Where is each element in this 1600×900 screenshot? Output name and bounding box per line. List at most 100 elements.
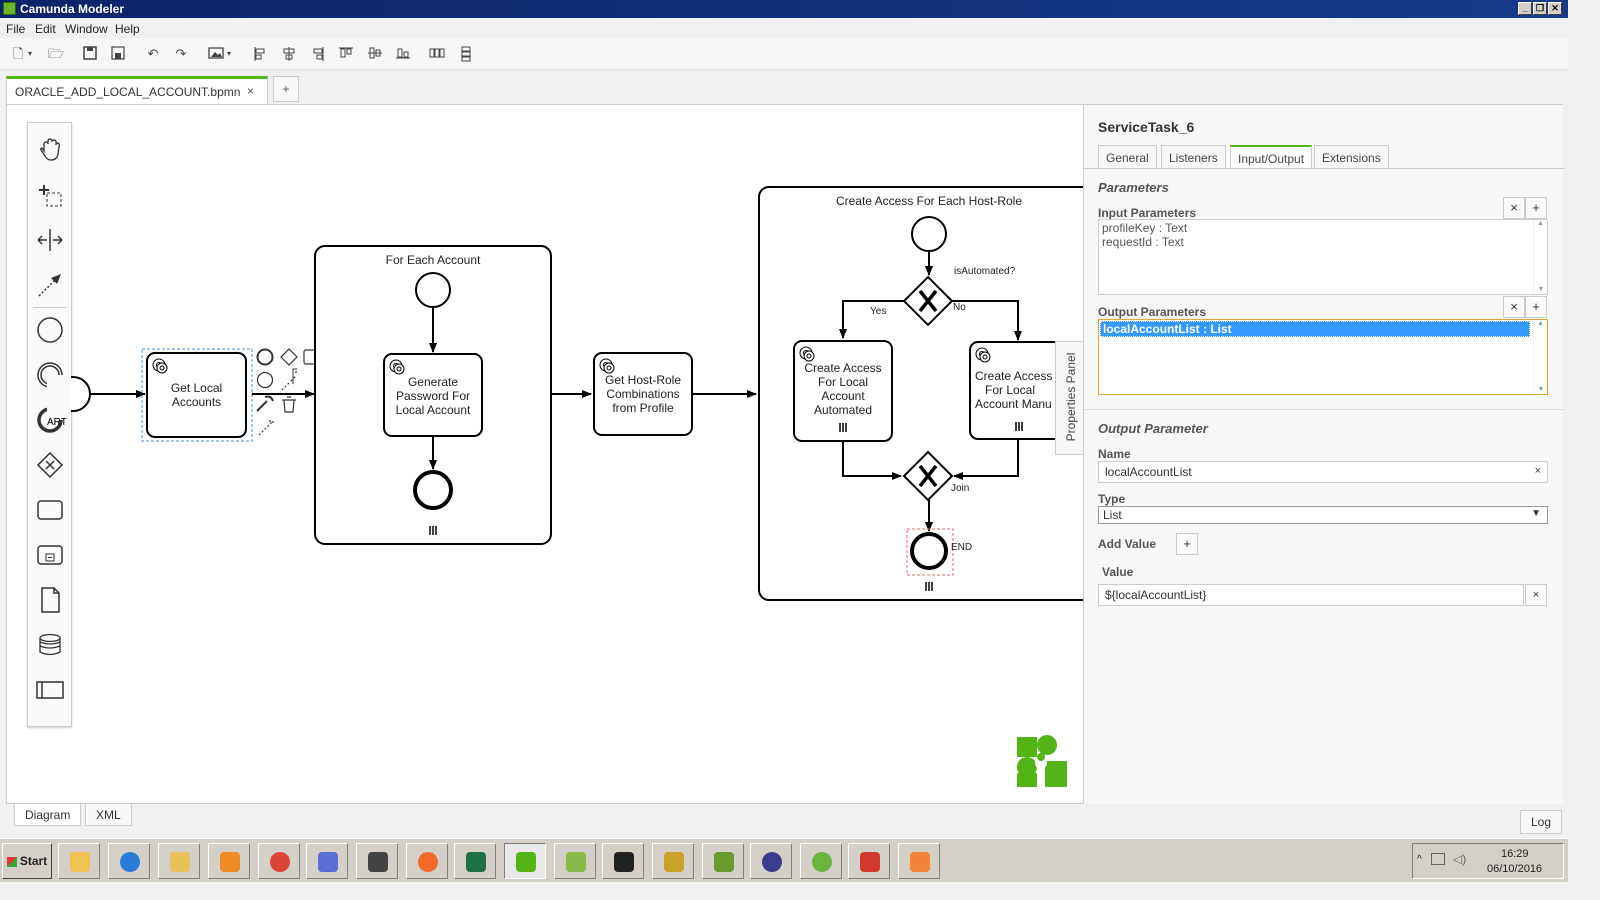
clear-name-icon[interactable]: × xyxy=(1534,465,1541,477)
space-tool-icon[interactable] xyxy=(35,225,65,255)
task-tool-icon[interactable] xyxy=(35,495,65,525)
redo-icon[interactable]: ↷ xyxy=(175,46,187,61)
type-select[interactable]: List ▼ xyxy=(1098,506,1548,524)
clock-date[interactable]: 06/10/2016 xyxy=(1487,863,1543,875)
spring-taskbar-icon[interactable] xyxy=(800,843,842,879)
ie-taskbar-icon[interactable] xyxy=(108,843,150,879)
pool-tool-icon[interactable] xyxy=(35,675,65,705)
output-parameters-label: Output Parameters xyxy=(1098,305,1207,319)
save-as-icon[interactable] xyxy=(110,46,126,62)
outlook-taskbar-icon[interactable] xyxy=(58,843,100,879)
tab-xml[interactable]: XML xyxy=(85,804,132,826)
parameters-title: Parameters xyxy=(1098,180,1169,195)
terminal-taskbar-icon[interactable] xyxy=(602,843,644,879)
camunda-taskbar-icon[interactable] xyxy=(504,843,546,879)
restore-button[interactable]: ❐ xyxy=(1533,2,1547,15)
p4-taskbar-icon[interactable] xyxy=(652,843,694,879)
excel-taskbar-icon[interactable] xyxy=(454,843,496,879)
remove-output-button[interactable]: × xyxy=(1503,296,1525,318)
value-input[interactable]: ${localAccountList} xyxy=(1098,584,1524,606)
list-item[interactable]: requestId : Text xyxy=(1102,235,1184,249)
explorer-taskbar-icon[interactable] xyxy=(158,843,200,879)
start-button[interactable]: Start xyxy=(2,843,52,879)
media-player-taskbar-icon[interactable] xyxy=(208,843,250,879)
value-label: Value xyxy=(1102,565,1134,579)
eclipse-taskbar-icon[interactable] xyxy=(750,843,792,879)
distribute-horizontal-icon[interactable] xyxy=(429,46,445,62)
jmeter-taskbar-icon[interactable] xyxy=(848,843,890,879)
tab-diagram[interactable]: Diagram xyxy=(14,804,82,826)
vpn-taskbar-icon[interactable] xyxy=(356,843,398,879)
remove-value-button[interactable]: × xyxy=(1525,584,1547,606)
intermediate-event-tool-icon[interactable] xyxy=(35,360,65,390)
window-title: Camunda Modeler xyxy=(20,2,125,16)
list-item[interactable]: profileKey : Text xyxy=(1102,221,1188,235)
add-input-button[interactable]: + xyxy=(1525,197,1547,219)
file-tab[interactable]: ORACLE_ADD_LOCAL_ACCOUNT.bpmn × xyxy=(6,76,268,104)
close-tab-icon[interactable]: × xyxy=(247,84,255,98)
start-label: Start xyxy=(19,854,48,868)
data-object-tool-icon[interactable] xyxy=(35,585,65,615)
diagram-canvas[interactable]: ART Get Local Accounts For Each Account … xyxy=(6,104,1084,804)
align-center-icon[interactable] xyxy=(281,46,297,62)
new-dropdown-icon[interactable]: ▾ xyxy=(27,49,32,58)
hand-tool-icon[interactable] xyxy=(35,135,65,165)
save-icon[interactable] xyxy=(82,46,98,62)
properties-panel-toggle[interactable]: Properties Panel xyxy=(1055,341,1083,455)
sourcetree-taskbar-icon[interactable] xyxy=(898,843,940,879)
volume-icon[interactable]: ◁) xyxy=(1453,852,1467,866)
distribute-vertical-icon[interactable] xyxy=(458,46,474,62)
toad-taskbar-icon[interactable] xyxy=(702,843,744,879)
remove-input-button[interactable]: × xyxy=(1503,197,1525,219)
context-gateway-icon xyxy=(280,348,298,366)
add-value-button[interactable]: + xyxy=(1176,533,1198,555)
tab-extensions[interactable]: Extensions xyxy=(1314,145,1389,169)
output-parameters-list[interactable]: localAccountList : List ▲▼ xyxy=(1098,319,1548,395)
clock-time[interactable]: 16:29 xyxy=(1501,848,1529,860)
menu-window[interactable]: Window xyxy=(65,22,108,36)
join-label: Join xyxy=(951,483,970,494)
align-right-icon[interactable] xyxy=(310,46,326,62)
new-tab-button[interactable]: + xyxy=(273,76,299,102)
menu-edit[interactable]: Edit xyxy=(35,22,56,36)
undo-icon[interactable]: ↶ xyxy=(147,46,159,61)
app-taskbar-icon[interactable] xyxy=(306,843,348,879)
start-event-tool-icon[interactable] xyxy=(35,315,65,345)
align-top-icon[interactable] xyxy=(338,46,354,62)
tab-listeners[interactable]: Listeners xyxy=(1161,145,1226,169)
open-folder-icon[interactable]: 🗁 xyxy=(48,46,65,61)
data-store-tool-icon[interactable] xyxy=(35,630,65,660)
chevron-down-icon[interactable]: ▼ xyxy=(1531,508,1541,519)
align-middle-icon[interactable] xyxy=(367,46,383,62)
name-input[interactable]: localAccountList × xyxy=(1098,461,1548,483)
lasso-tool-icon[interactable] xyxy=(35,180,65,210)
chart-app-taskbar-icon[interactable] xyxy=(554,843,596,879)
menu-help[interactable]: Help xyxy=(115,22,140,36)
tab-general[interactable]: General xyxy=(1098,145,1157,169)
list-item[interactable]: localAccountList : List xyxy=(1100,321,1530,337)
chrome-taskbar-icon[interactable] xyxy=(258,843,300,879)
scrollbar[interactable]: ▲▼ xyxy=(1533,320,1547,394)
global-connect-tool-icon[interactable] xyxy=(35,270,65,300)
export-dropdown-icon[interactable]: ▾ xyxy=(226,49,231,58)
postman-taskbar-icon[interactable] xyxy=(406,843,448,879)
close-window-button[interactable]: ✕ xyxy=(1548,2,1562,15)
scrollbar[interactable]: ▲▼ xyxy=(1533,220,1547,294)
tab-input-output[interactable]: Input/Output xyxy=(1230,145,1313,169)
log-button[interactable]: Log xyxy=(1520,810,1563,834)
align-bottom-icon[interactable] xyxy=(395,46,411,62)
add-output-button[interactable]: + xyxy=(1525,296,1547,318)
network-icon[interactable] xyxy=(1431,853,1445,865)
input-parameters-list[interactable]: profileKey : Text requestId : Text ▲▼ xyxy=(1098,219,1548,295)
camunda-logo xyxy=(1017,735,1067,787)
new-file-icon[interactable]: 🗋 xyxy=(12,46,24,61)
align-left-icon[interactable] xyxy=(252,46,268,62)
gateway-tool-icon[interactable] xyxy=(35,450,65,480)
export-image-icon[interactable] xyxy=(208,46,224,62)
show-hidden-icon[interactable]: ^ xyxy=(1417,854,1422,865)
menu-file[interactable]: File xyxy=(6,22,26,36)
minimize-button[interactable]: _ xyxy=(1518,2,1532,15)
subprocess-tool-icon[interactable] xyxy=(35,540,65,570)
